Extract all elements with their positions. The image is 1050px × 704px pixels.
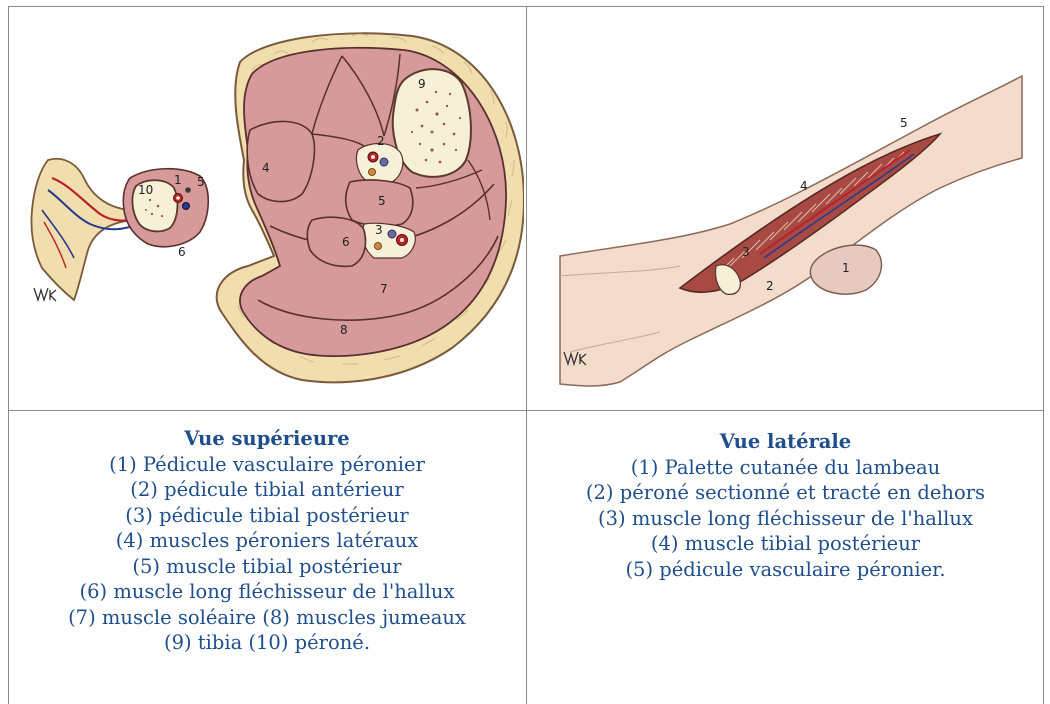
- fig-num-7: 7: [380, 282, 388, 296]
- caption-line: (1) Palette cutanée du lambeau: [527, 455, 1044, 481]
- fig-num-6-right: 6: [342, 235, 350, 249]
- caption-title: Vue supérieure: [8, 426, 526, 452]
- caption-line: (7) muscle soléaire (8) muscles jumeaux: [8, 605, 526, 631]
- caption-line: (4) muscles péroniers latéraux: [8, 528, 526, 554]
- caption-line: (2) pédicule tibial antérieur: [8, 477, 526, 503]
- fig-num-1: 1: [174, 173, 182, 187]
- peroneal-muscles: [247, 121, 314, 201]
- fig-num-2: 2: [377, 134, 385, 148]
- lateral-view-caption: Vue latérale (1) Palette cutanée du lamb…: [527, 429, 1044, 582]
- caption-line: (3) pédicule tibial postérieur: [8, 503, 526, 529]
- column-divider: [526, 6, 527, 704]
- caption-title: Vue latérale: [527, 429, 1044, 455]
- fig-num-3: 3: [742, 245, 750, 259]
- superior-view-illustration: 1 2 3 4 5 5 6 6 7 8 9 10: [12, 10, 524, 406]
- artist-signature: [34, 288, 56, 301]
- fig-num-5-left: 5: [197, 175, 205, 189]
- caption-line: (4) muscle tibial postérieur: [527, 531, 1044, 557]
- fig-num-6-left: 6: [178, 245, 186, 259]
- fig-num-1: 1: [842, 261, 850, 275]
- lateral-view-illustration: 1 2 3 4 5: [530, 10, 1040, 406]
- caption-line: (2) péroné sectionné et tracté en dehors: [527, 480, 1044, 506]
- row-divider: [8, 410, 1044, 411]
- fig-num-3: 3: [375, 223, 383, 237]
- fig-num-4: 4: [800, 179, 808, 193]
- fig-num-4: 4: [262, 161, 270, 175]
- superior-view-caption: Vue supérieure (1) Pédicule vasculaire p…: [8, 426, 526, 656]
- fig-num-10: 10: [138, 183, 153, 197]
- caption-line: (5) muscle tibial postérieur: [8, 554, 526, 580]
- caption-line: (3) muscle long fléchisseur de l'hallux: [527, 506, 1044, 532]
- fig-num-5-right: 5: [378, 194, 386, 208]
- caption-line: (5) pédicule vasculaire péronier.: [527, 557, 1044, 583]
- tibia-bone: [393, 69, 471, 177]
- caption-line: (1) Pédicule vasculaire péronier: [8, 452, 526, 478]
- caption-line: (9) tibia (10) péroné.: [8, 630, 526, 656]
- fig-num-8: 8: [340, 323, 348, 337]
- caption-line: (6) muscle long fléchisseur de l'hallux: [8, 579, 526, 605]
- fig-num-2: 2: [766, 279, 774, 293]
- fig-num-9: 9: [418, 77, 426, 91]
- fig-num-5: 5: [900, 116, 908, 130]
